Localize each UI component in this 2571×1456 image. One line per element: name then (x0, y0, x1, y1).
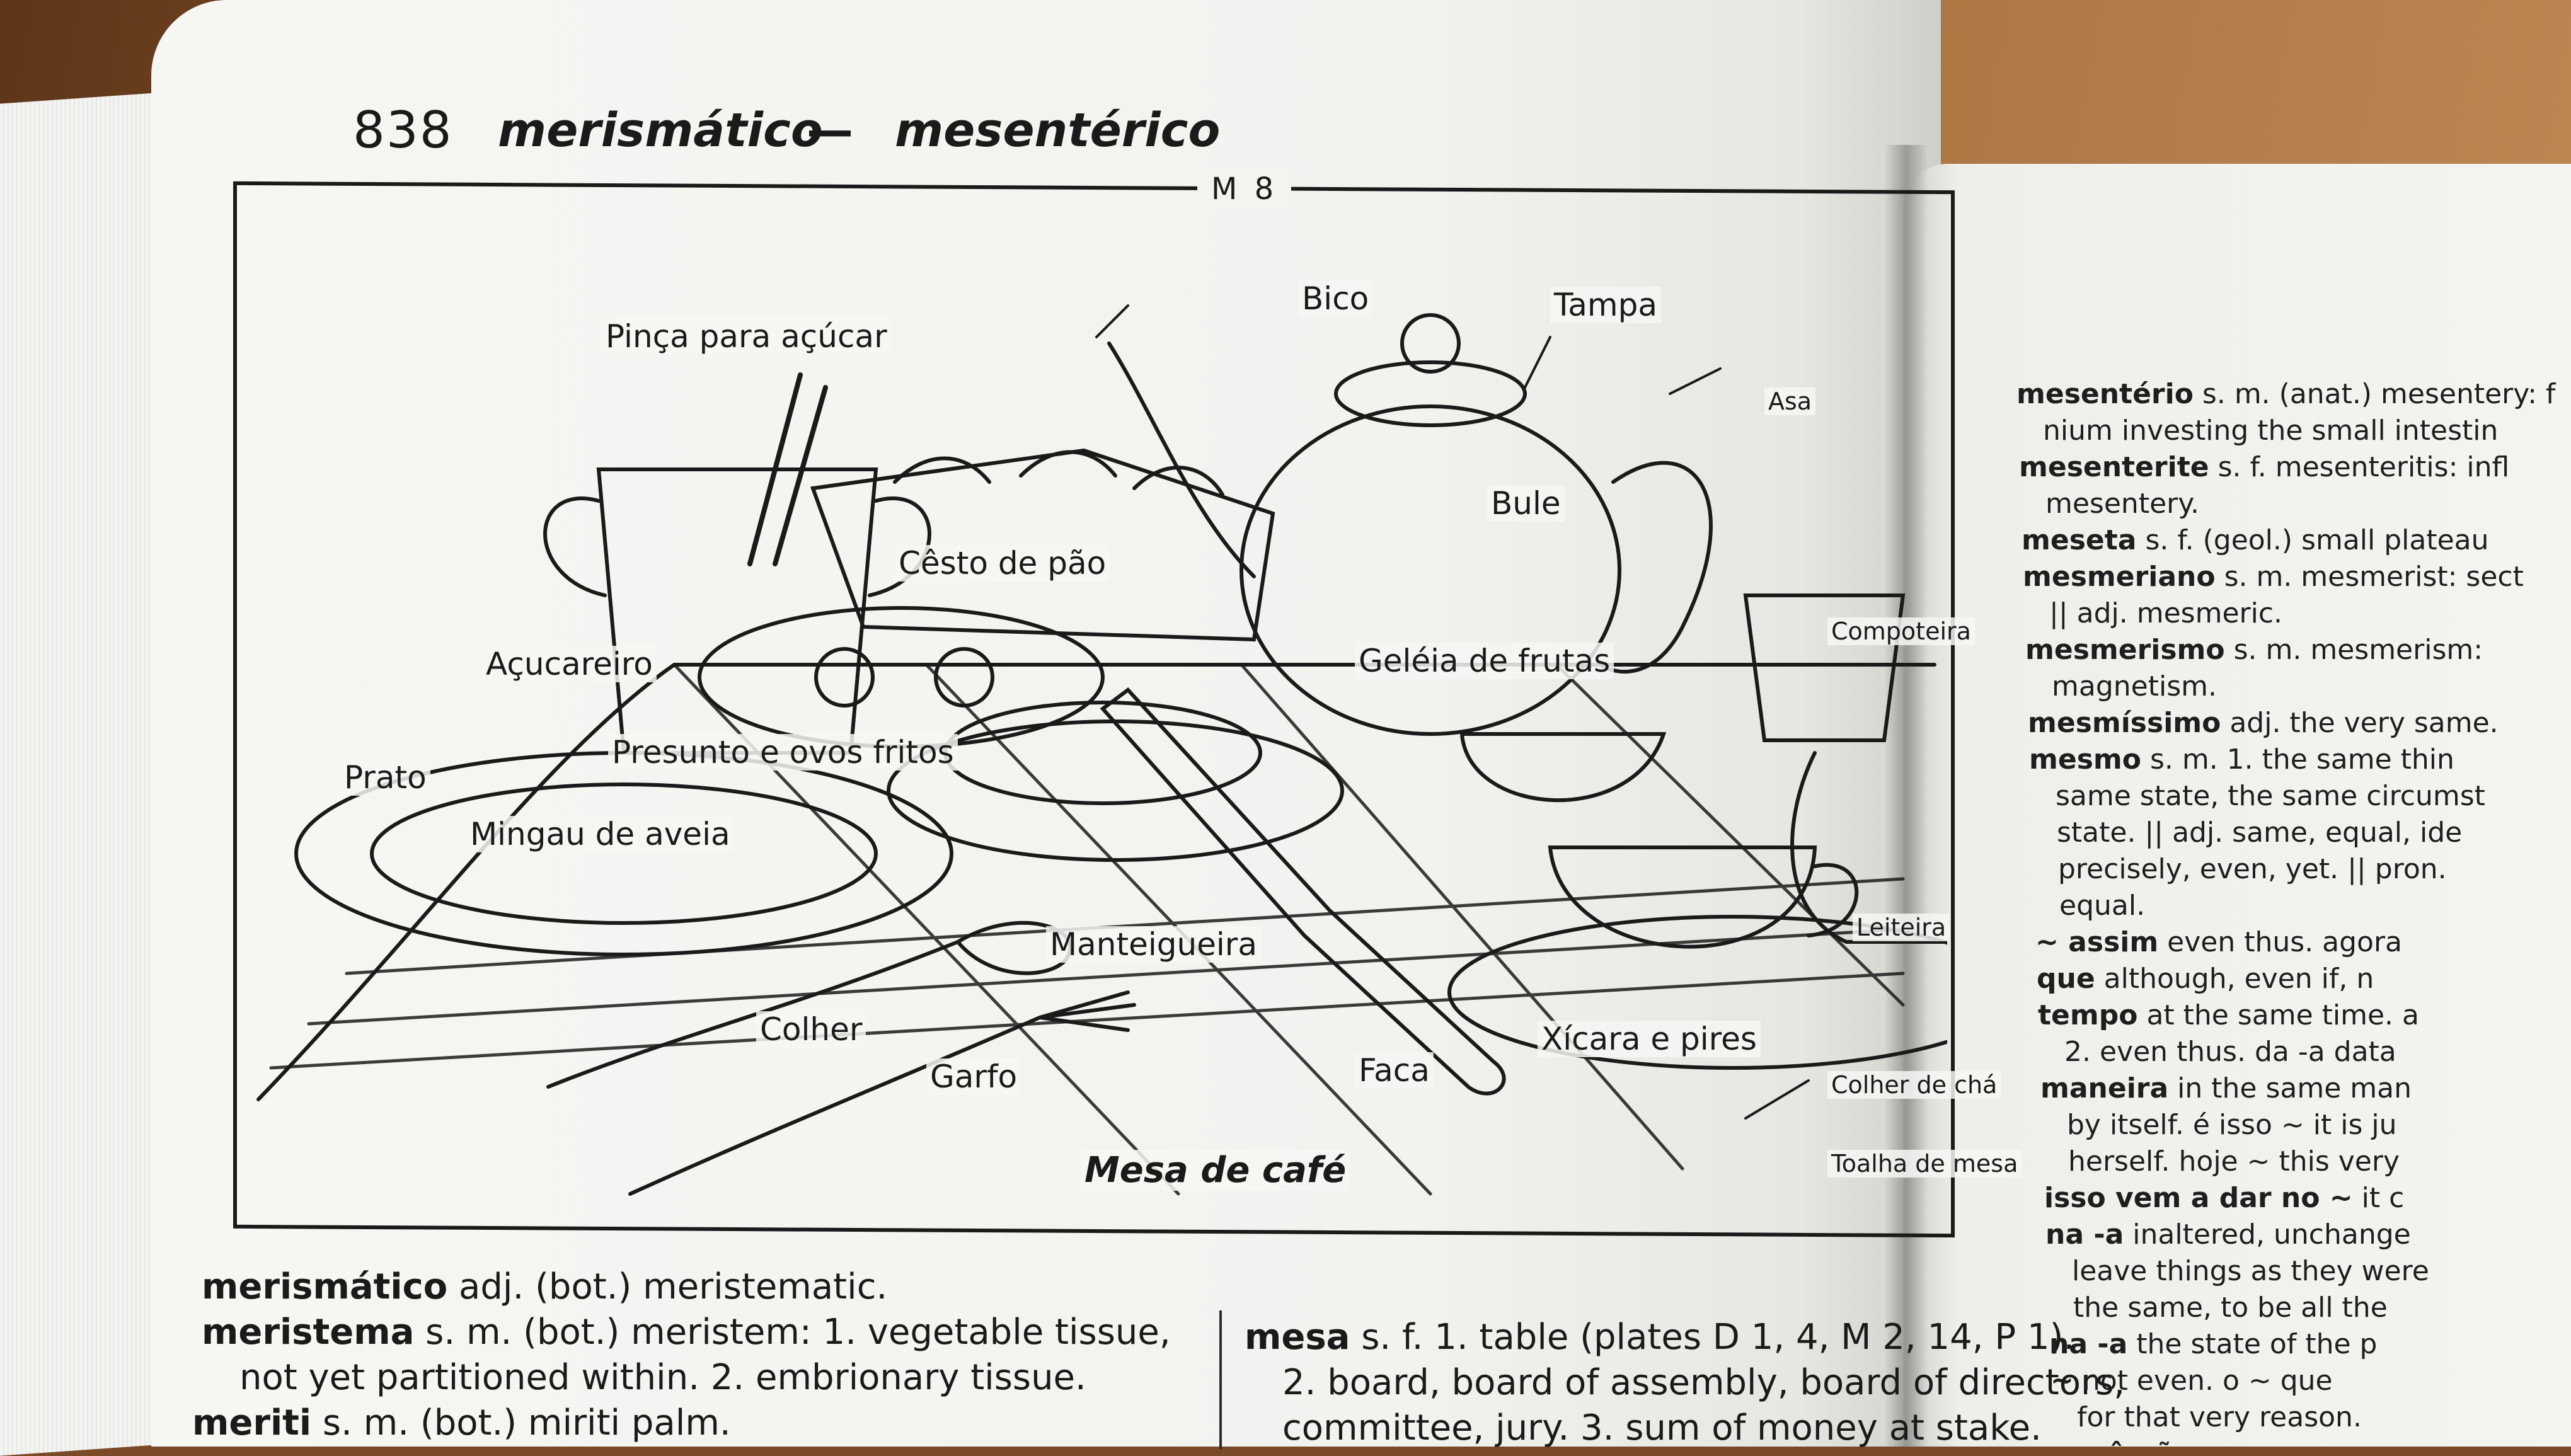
dictionary-entry: merismático adj. (bot.) meristematic. (202, 1266, 888, 1307)
sugar-bowl-handles (543, 496, 931, 597)
knife (1100, 687, 1506, 1096)
dictionary-entry: mesmeriano s. m. mesmerist: sect (2023, 561, 2524, 593)
header-last-word: mesentérico (895, 103, 1221, 158)
dictionary-entry: herself. hoje ~ this very (2068, 1145, 2400, 1178)
dictionary-entry: mesentery. (2045, 488, 2199, 520)
dictionary-entry: você não parece o ~ es (2053, 1438, 2410, 1447)
dictionary-entry: not yet partitioned within. 2. embrionar… (239, 1357, 1086, 1398)
label-garfo: Garfo (926, 1058, 1021, 1095)
fork (628, 990, 1136, 1196)
page-number: 838 (353, 101, 453, 159)
dictionary-entry: mesentério s. m. (anat.) mesentery: f (2016, 378, 2556, 410)
teapot-knob (1400, 313, 1461, 374)
oatmeal-bowl (370, 782, 878, 925)
dictionary-entry: magnetism. (2052, 670, 2217, 702)
dictionary-entry: meseta s. f. (geol.) small plateau (2022, 524, 2489, 556)
jam-bowl (1459, 732, 1667, 802)
dictionary-entry: que although, even if, n (2037, 963, 2374, 995)
label-compoteira: Compoteira (1827, 617, 1975, 645)
label-manteigueira: Manteigueira (1046, 926, 1262, 963)
dictionary-entry: committee, jury. 3. sum of money at stak… (1282, 1407, 2042, 1448)
label-prato: Prato (340, 759, 430, 796)
label-presunto-e-ovos-fritos: Presunto e ovos fritos (608, 734, 958, 771)
label-colher-de-cha: Colher de chá (1827, 1071, 2001, 1099)
dictionary-entry: tempo at the same time. a (2038, 999, 2419, 1031)
dictionary-entry: isso vem a dar no ~ it c (2044, 1182, 2405, 1214)
dictionary-entry: 2. even thus. da -a data (2064, 1036, 2396, 1068)
dictionary-entry: same state, the same circumst (2056, 780, 2485, 812)
fried-egg-2 (934, 647, 994, 708)
dictionary-entry: nium investing the small intestin (2043, 415, 2499, 447)
dictionary-entry: for that very reason. (2077, 1401, 2362, 1433)
teapot-lid (1334, 360, 1527, 427)
dictionary-entry: the same, to be all the (2073, 1292, 2388, 1324)
dictionary-entry: precisely, even, yet. || pron. (2058, 853, 2447, 885)
dictionary-entry: meristema s. m. (bot.) meristem: 1. vege… (202, 1312, 1171, 1353)
label-geleia-de-frutas: Geléia de frutas (1355, 643, 1614, 679)
teacup (1548, 846, 1817, 949)
label-mingau-de-aveia: Mingau de aveia (466, 816, 734, 852)
dictionary-entry: mesa s. f. 1. table (plates D 1, 4, M 2,… (1245, 1317, 2075, 1358)
butter-dish (943, 701, 1262, 805)
label-colher: Colher (756, 1011, 866, 1048)
bread-basket (810, 448, 1275, 642)
milk-jug (1790, 751, 1947, 944)
plate-code: M 8 (1197, 171, 1292, 207)
breakfast-table-illustration (256, 304, 1947, 1196)
label-tampa: Tampa (1550, 287, 1661, 323)
right-page-column: mesentério s. m. (anat.) mesentery: f niu… (2016, 378, 2571, 1447)
teapot-handle (1599, 461, 1713, 674)
teapot-body (1239, 404, 1621, 736)
dictionary-entry: mesenterite s. f. mesenteritis: infl (2019, 451, 2510, 483)
label-faca: Faca (1355, 1052, 1434, 1089)
dictionary-entry: na -a inaltered, unchange (2045, 1218, 2411, 1251)
fried-egg-1 (814, 647, 875, 708)
header-first-word: merismático (498, 103, 823, 158)
label-bico: Bico (1298, 280, 1373, 317)
dictionary-entry: meriti s. m. (bot.) miriti palm. (192, 1402, 731, 1443)
dictionary-entry: ~ assim even thus. agora (2035, 926, 2403, 958)
dictionary-entry: mesmíssimo adj. the very same. (2028, 707, 2499, 739)
label-toalha-de-mesa: Toalha de mesa (1827, 1150, 2022, 1178)
dictionary-entry: || adj. mesmeric. (2049, 597, 2283, 629)
saucer (1447, 915, 1947, 1070)
header-dash: — (807, 103, 853, 158)
bread-slices (893, 450, 1224, 496)
label-pinca-para-acucar: Pinça para açúcar (602, 318, 891, 355)
teapot-spout (1107, 341, 1256, 578)
compote-dish (1743, 593, 1906, 742)
label-leiteira: Leiteira (1853, 914, 1950, 941)
book-gutter-shadow (1884, 145, 1928, 1447)
label-bule: Bule (1487, 485, 1565, 522)
label-asa: Asa (1764, 387, 1816, 415)
dictionary-entry: maneira in the same man (2040, 1072, 2412, 1104)
dictionary-entry: 2. board, board of assembly, board of di… (1282, 1362, 2125, 1403)
column-divider (1219, 1310, 1222, 1449)
dictionary-entry: state. || adj. same, equal, ide (2057, 817, 2463, 849)
label-xicara-e-pires: Xícara e pires (1538, 1021, 1761, 1057)
label-acucareiro: Açucareiro (482, 646, 657, 682)
dictionary-entry: mesmo s. m. 1. the same thin (2029, 743, 2454, 776)
sugar-tongs (747, 372, 828, 566)
dictionary-entry: by itself. é isso ~ it is ju (2067, 1109, 2397, 1141)
dictionary-entry: leave things as they were (2072, 1255, 2429, 1287)
label-pointers (1095, 304, 1810, 1120)
dictionary-entry: mesmerismo s. m. mesmerism: (2025, 634, 2483, 666)
right-page (1903, 164, 2571, 1447)
label-cesto-de-pao: Cêsto de pão (895, 545, 1110, 582)
plate-title: Mesa de café (1081, 1150, 1350, 1191)
dictionary-entry: ~ not even. o ~ que (2050, 1365, 2333, 1397)
dictionary-entry: equal. (2059, 890, 2146, 922)
dictionary-entry: na -a the state of the p (2049, 1328, 2378, 1360)
